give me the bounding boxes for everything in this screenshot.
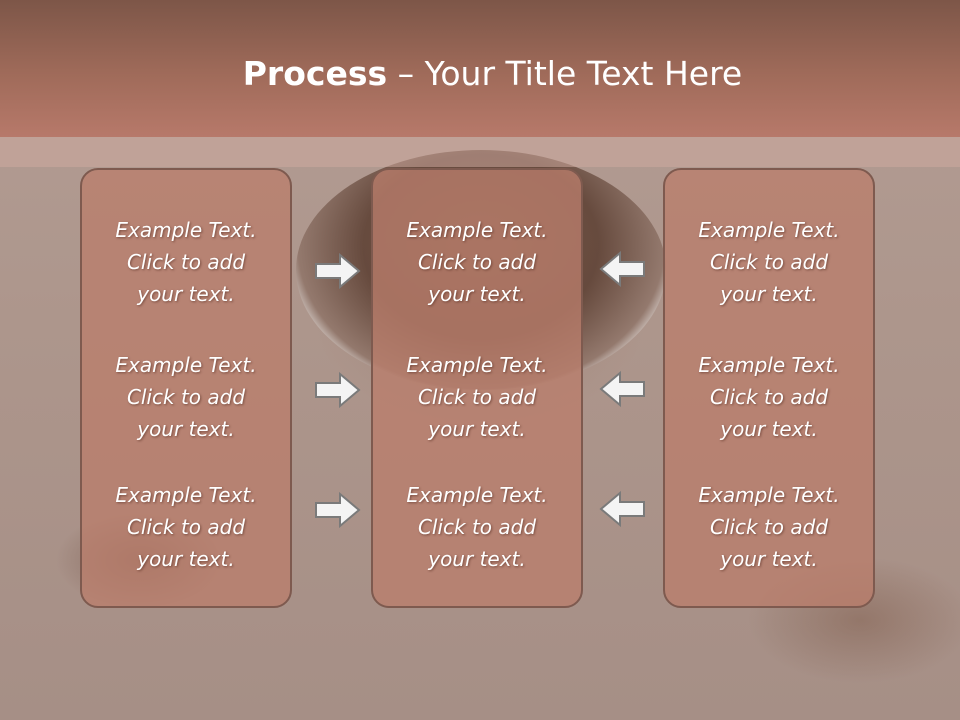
arrow-left-icon [599,370,645,408]
title-bar [0,0,960,137]
arrow-right-icon [315,491,361,529]
box-right-text-3[interactable]: Example Text. Click to add your text. [698,483,840,571]
box-left-text-3[interactable]: Example Text. Click to add your text. [115,483,257,571]
box-left-text-2[interactable]: Example Text. Click to add your text. [115,353,257,441]
process-box-right[interactable]: Example Text. Click to add your text. Ex… [663,168,875,608]
process-box-middle[interactable]: Example Text. Click to add your text. Ex… [371,168,583,608]
slide-title-bold: Process [242,54,388,93]
arrow-left-icon [599,490,645,528]
title-bar-band [0,137,960,167]
arrow-right-icon [315,252,361,290]
box-right-text-2[interactable]: Example Text. Click to add your text. [698,353,840,441]
slide-title[interactable]: Process – Your Title Text Here [0,52,960,96]
slide-title-rest: – Your Title Text Here [387,54,743,93]
box-right-text-1[interactable]: Example Text. Click to add your text. [698,218,840,306]
process-box-left[interactable]: Example Text. Click to add your text. Ex… [80,168,292,608]
box-left-text-1[interactable]: Example Text. Click to add your text. [115,218,257,306]
box-middle-text-2[interactable]: Example Text. Click to add your text. [406,353,548,441]
arrow-left-icon [599,250,645,288]
box-middle-text-3[interactable]: Example Text. Click to add your text. [406,483,548,571]
arrow-right-icon [315,371,361,409]
box-middle-text-1[interactable]: Example Text. Click to add your text. [406,218,548,306]
